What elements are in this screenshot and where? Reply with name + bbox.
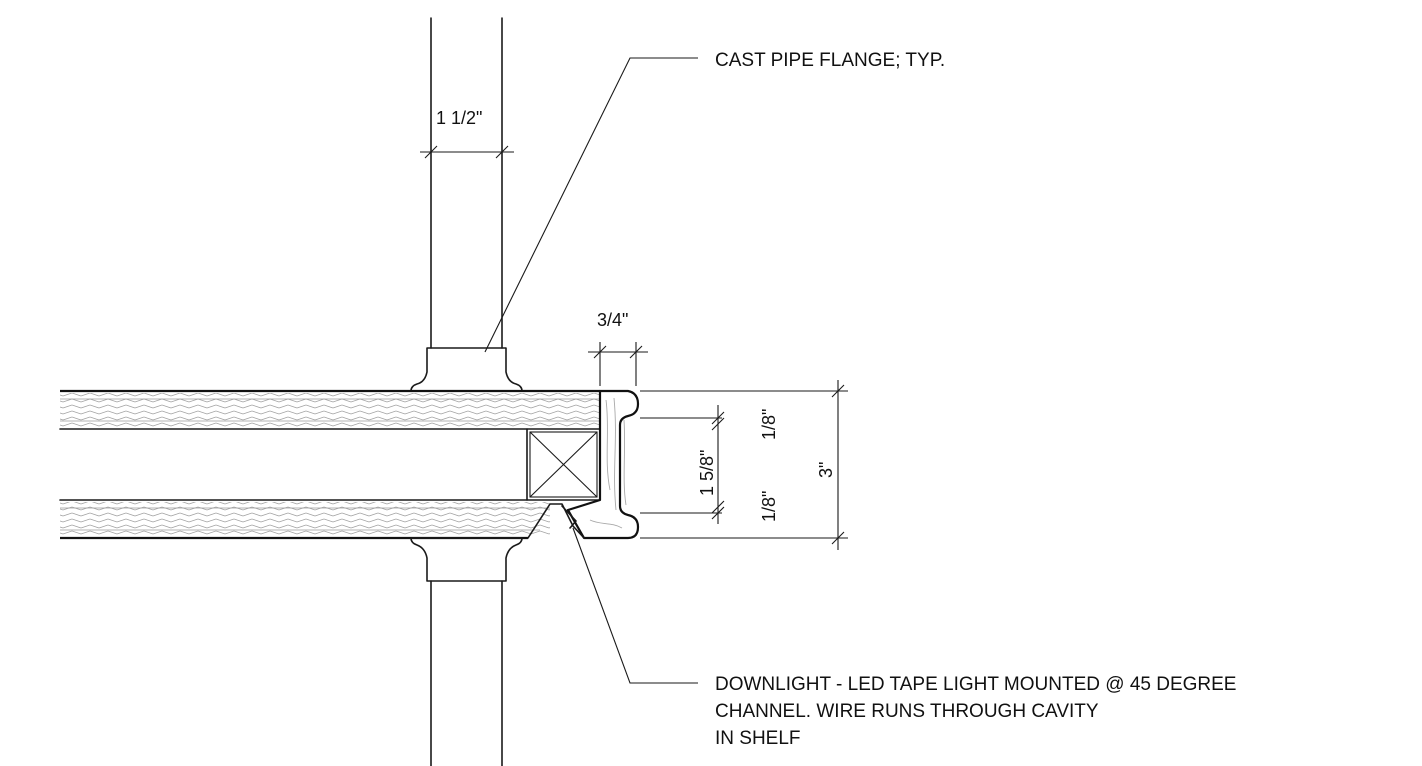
dim-edge-thickness-label: 3/4" bbox=[597, 310, 628, 330]
downlight-note-line-3: IN SHELF bbox=[715, 728, 801, 749]
upper-flange bbox=[410, 347, 523, 392]
flange-note: CAST PIPE FLANGE; TYP. bbox=[715, 50, 945, 71]
blocking-block bbox=[526, 428, 601, 501]
downlight-leader bbox=[572, 527, 698, 684]
top-shelf-board bbox=[59, 389, 600, 430]
flange-leader bbox=[484, 57, 698, 353]
downlight-note-line-1: DOWNLIGHT - LED TAPE LIGHT MOUNTED @ 45 … bbox=[715, 674, 1236, 695]
dim-pipe-diameter-label: 1 1/2" bbox=[436, 108, 482, 128]
dim-edge-breakdown bbox=[640, 405, 725, 524]
dim-pipe-diameter bbox=[420, 145, 514, 159]
dim-edge-thickness bbox=[588, 342, 648, 386]
bottom-shelf-board bbox=[59, 499, 550, 540]
led-channel bbox=[527, 503, 585, 539]
dim-bottom-reveal-label: 1/8" bbox=[759, 491, 779, 522]
downlight-note-line-2: CHANNEL. WIRE RUNS THROUGH CAVITY bbox=[715, 701, 1099, 722]
upper-pipe bbox=[430, 17, 503, 349]
dim-overall-height bbox=[640, 380, 848, 550]
dim-overall-height-label: 3" bbox=[816, 462, 836, 478]
dim-cavity-label: 1 5/8" bbox=[697, 450, 717, 496]
lower-pipe bbox=[430, 580, 503, 766]
edge-band bbox=[566, 389, 640, 540]
lower-flange bbox=[410, 537, 523, 582]
dim-top-reveal-label: 1/8" bbox=[759, 409, 779, 440]
